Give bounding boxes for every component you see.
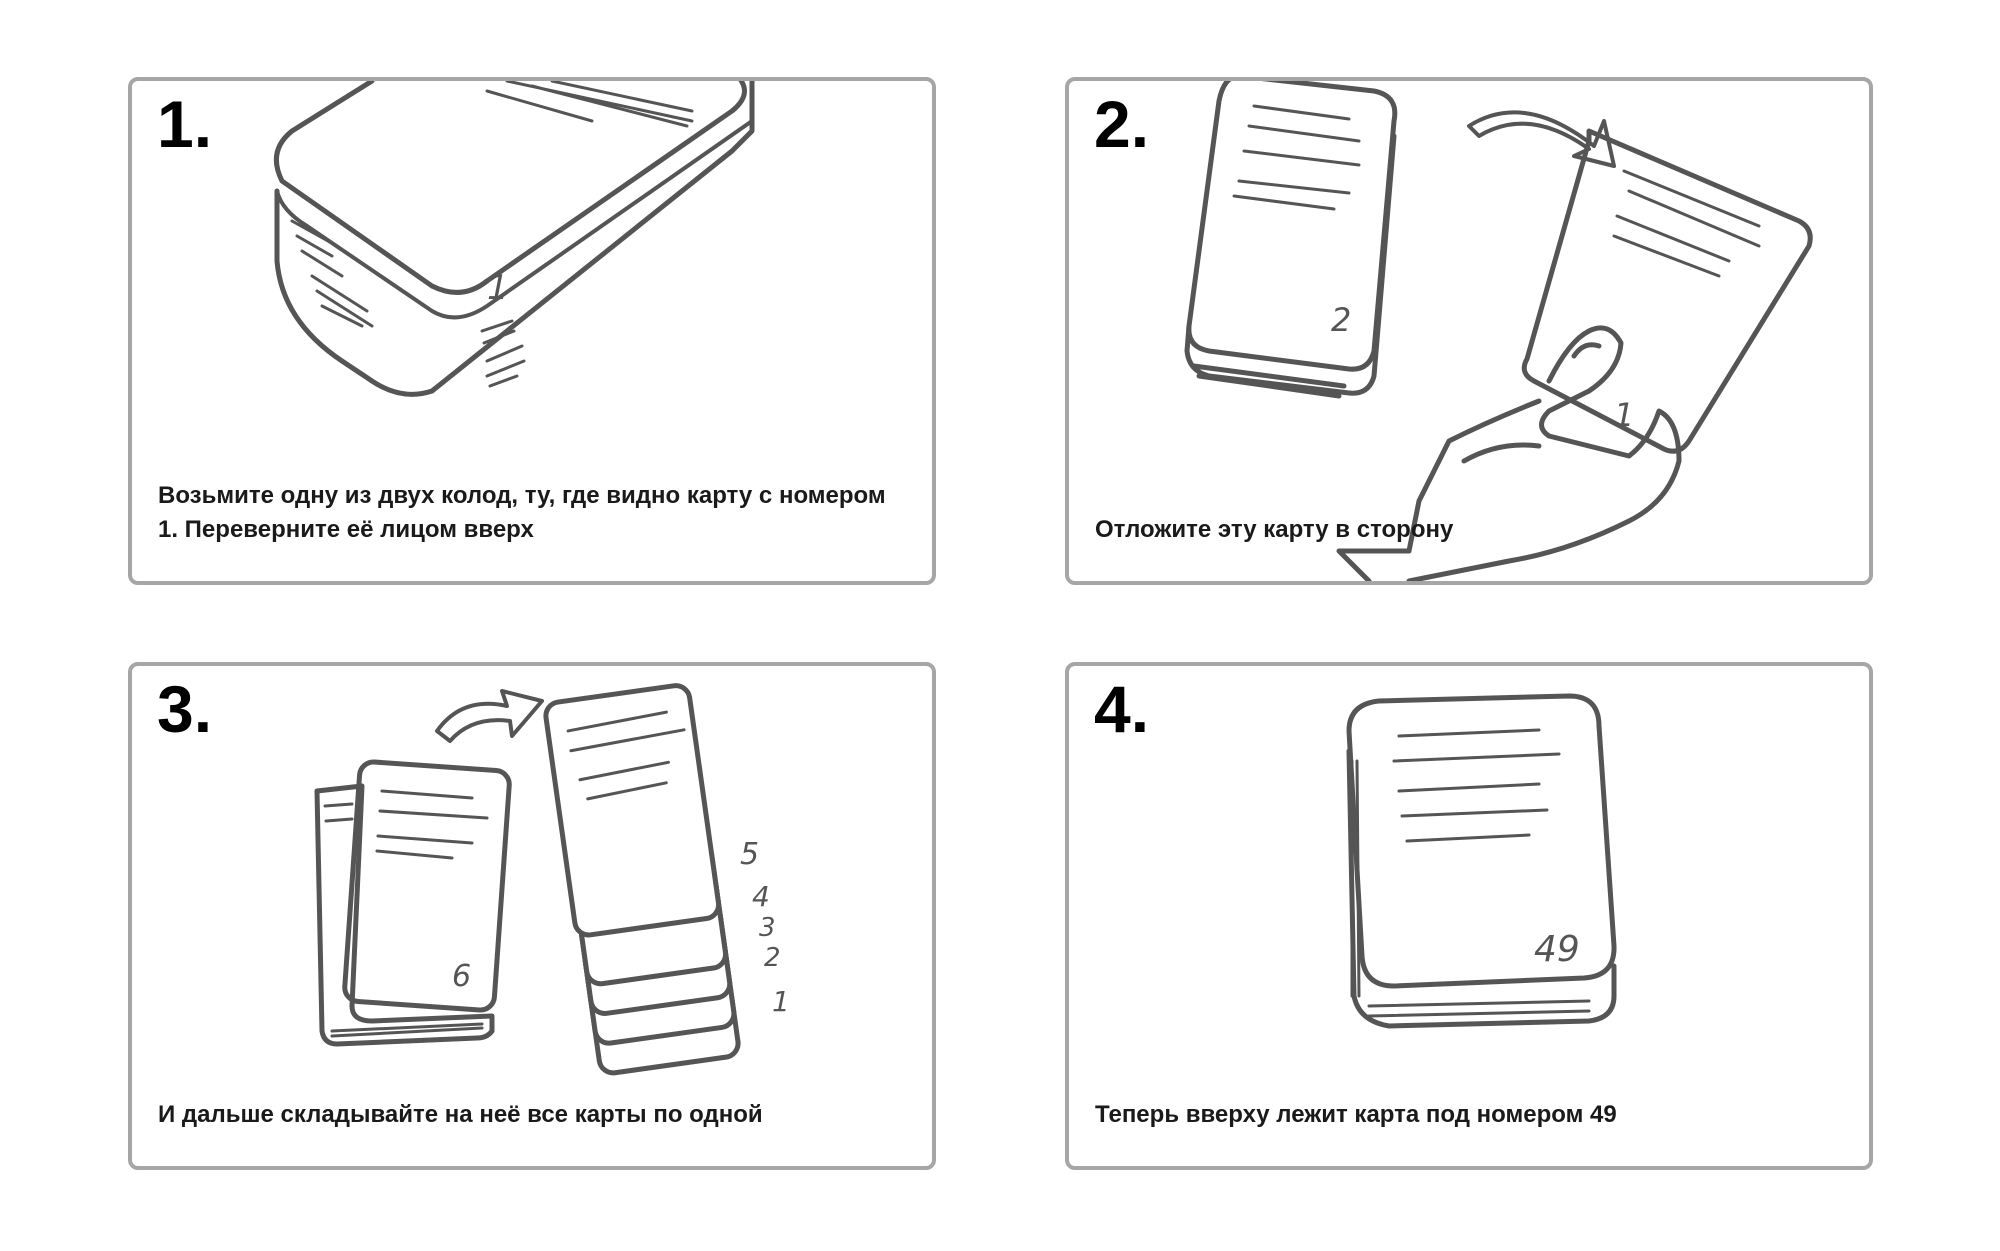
card-number-3: 3 xyxy=(759,913,776,943)
card-number-2: 2 xyxy=(1331,301,1351,339)
card-number-4: 4 xyxy=(752,880,770,913)
step-1-number: 1. xyxy=(157,87,213,161)
move-card-illustration: 2 1 xyxy=(1184,81,1813,581)
final-deck-illustration: 49 xyxy=(1346,693,1617,1029)
step-1-panel: 1. 1 Возьмите одну из двух колод, ту, гд… xyxy=(128,77,936,585)
card-number-1: 1 xyxy=(487,268,509,308)
step-2-caption: Отложите эту карту в сторону xyxy=(1095,516,1454,543)
step-2-number: 2. xyxy=(1094,87,1150,161)
card-number-5: 5 xyxy=(740,837,759,872)
step-3-panel: 3. 6 5 4 3 2 1 И дал xyxy=(128,662,936,1170)
step-4-number: 4. xyxy=(1094,672,1150,746)
step-2-panel: 2. 2 1 Отложите эту карту в сторону xyxy=(1065,77,1873,585)
step-1-caption: Возьмите одну из двух колод, ту, где вид… xyxy=(158,482,886,543)
step-3-caption: И дальше складывайте на неё все карты по… xyxy=(158,1101,763,1128)
step-3-number: 3. xyxy=(157,672,213,746)
card-number-6: 6 xyxy=(452,959,471,994)
step-4-panel: 4. 49 Теперь вверху лежит карта под номе… xyxy=(1065,662,1873,1170)
stack-cards-illustration: 6 5 4 3 2 1 xyxy=(314,683,790,1076)
card-number-49: 49 xyxy=(1534,929,1580,970)
deck-illustration: 1 xyxy=(273,81,755,397)
card-number-1: 1 xyxy=(1614,396,1634,434)
card-number-2: 2 xyxy=(764,943,781,973)
step-4-caption: Теперь вверху лежит карта под номером 49 xyxy=(1095,1101,1617,1128)
card-number-1: 1 xyxy=(772,985,790,1018)
